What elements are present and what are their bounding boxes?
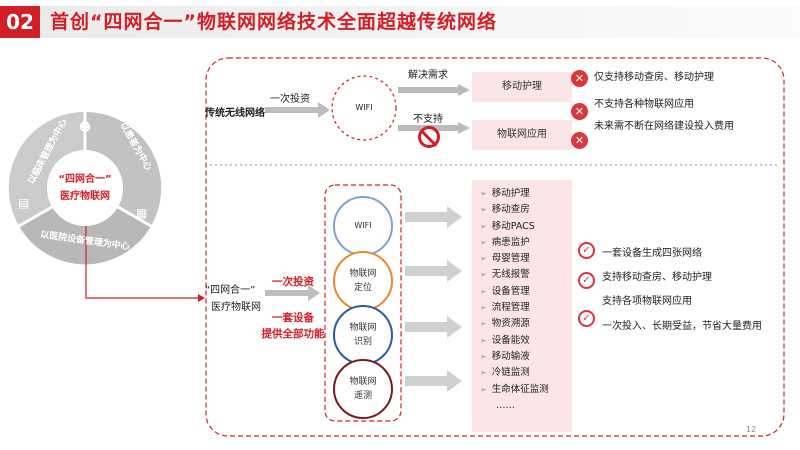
app-list: ➢移动护理 ➢移动查房 ➢移动PACS ➢病患监护 ➢母婴管理 ➢无线报警 ➢设… bbox=[472, 180, 572, 432]
arrow-invest bbox=[265, 102, 330, 118]
list-item: ➢母婴管理 bbox=[480, 253, 530, 265]
circle-group-frame bbox=[324, 184, 402, 422]
note-1: 仅支持移动查房、移动护理 bbox=[594, 72, 714, 83]
wifi-label-traditional: WIFI bbox=[355, 103, 373, 112]
box-mobile-nursing: 移动护理 bbox=[472, 72, 572, 102]
red-connector bbox=[85, 226, 198, 299]
list-item: ➢设备管理 bbox=[480, 285, 530, 297]
circle-identification: 物联网 识别 bbox=[333, 305, 393, 365]
solve-need-label: 解决需求 bbox=[408, 70, 448, 81]
benefit-2: 支持移动查房、移动护理 bbox=[602, 272, 712, 283]
wifi-circle-traditional bbox=[331, 75, 397, 141]
list-item: ➢生命体征监测 bbox=[480, 383, 549, 395]
four-net-label-1: “四网合一” bbox=[205, 285, 256, 296]
circle-location-line1: 物联网 bbox=[349, 269, 377, 279]
four-net-label-2: 医疗物联网 bbox=[211, 302, 261, 313]
list-item: ➢移动护理 bbox=[480, 188, 530, 199]
check-icon: ✓ bbox=[578, 242, 595, 259]
page-number: 12 bbox=[746, 425, 757, 434]
list-item: ➢移动输液 bbox=[480, 350, 530, 362]
list-item-more: …… bbox=[496, 399, 515, 411]
ring-center-subtitle: 医疗物联网 bbox=[60, 191, 110, 202]
traditional-label: 传统无线网络 bbox=[205, 108, 265, 119]
circle-telemetry-line2: 遥测 bbox=[353, 391, 372, 401]
list-item: ➢物资溯源 bbox=[480, 318, 530, 330]
page-title: 首创“四网合一”物联网网络技术全面超越传统网络 bbox=[50, 11, 497, 33]
app-arrows bbox=[405, 206, 462, 392]
prohibited-icon bbox=[418, 126, 440, 148]
check-icon: ✓ bbox=[578, 310, 595, 327]
benefit-3: 支持各项物联网应用 bbox=[602, 296, 692, 307]
list-item: ➢病患监护 bbox=[480, 236, 530, 248]
clipboard-icon: ▤ bbox=[18, 196, 30, 210]
people-icon: ☻ bbox=[78, 120, 92, 134]
four-net-device-2: 提供全部功能 bbox=[261, 328, 325, 340]
device-icon: ▦ bbox=[136, 206, 148, 220]
ring-diagram bbox=[8, 111, 162, 265]
list-item: ➢冷链监测 bbox=[480, 367, 530, 379]
benefit-1: 一套设备生成四张网络 bbox=[602, 248, 702, 259]
list-item: ➢移动PACS bbox=[480, 220, 535, 232]
arrow-invest-4net bbox=[265, 285, 320, 301]
ring-center-title: “四网合一” bbox=[58, 174, 112, 185]
circle-identification-line2: 识别 bbox=[353, 337, 372, 347]
benefit-4: 一次投入、长期受益，节省大量费用 bbox=[602, 321, 762, 332]
outer-dashed-frame bbox=[205, 57, 785, 437]
list-item: ➢移动查房 bbox=[480, 204, 530, 216]
circle-telemetry: 物联网 遥测 bbox=[333, 359, 393, 419]
circle-identification-line1: 物联网 bbox=[349, 323, 377, 333]
unsupported-label: 不支持 bbox=[413, 114, 443, 125]
list-item: ➢无线报警 bbox=[480, 269, 530, 281]
cross-icon: ✕ bbox=[571, 132, 588, 149]
circle-wifi: WIFI bbox=[333, 196, 393, 256]
cross-icon: ✕ bbox=[571, 70, 588, 87]
list-item: ➢流程管理 bbox=[480, 302, 530, 314]
cross-icon: ✕ bbox=[571, 103, 588, 120]
circle-wifi-line1: WIFI bbox=[354, 221, 372, 230]
list-item: ➢设备能效 bbox=[480, 334, 530, 346]
four-net-device-1: 一套设备 bbox=[272, 312, 314, 324]
note-3: 未来需不断在网络建设投入费用 bbox=[594, 121, 734, 132]
circle-location-line2: 定位 bbox=[353, 283, 372, 293]
traditional-invest-label: 一次投资 bbox=[270, 94, 310, 105]
note-2: 不支持各种物联网应用 bbox=[594, 99, 694, 110]
circle-telemetry-line1: 物联网 bbox=[349, 377, 377, 387]
check-icon: ✓ bbox=[578, 272, 595, 289]
four-net-invest: 一次投资 bbox=[272, 276, 314, 288]
circle-location: 物联网 定位 bbox=[333, 251, 393, 311]
box-iot-app: 物联网应用 bbox=[472, 120, 572, 150]
header-background bbox=[0, 6, 800, 38]
ring-center bbox=[47, 150, 123, 226]
section-number: 02 bbox=[0, 6, 40, 38]
